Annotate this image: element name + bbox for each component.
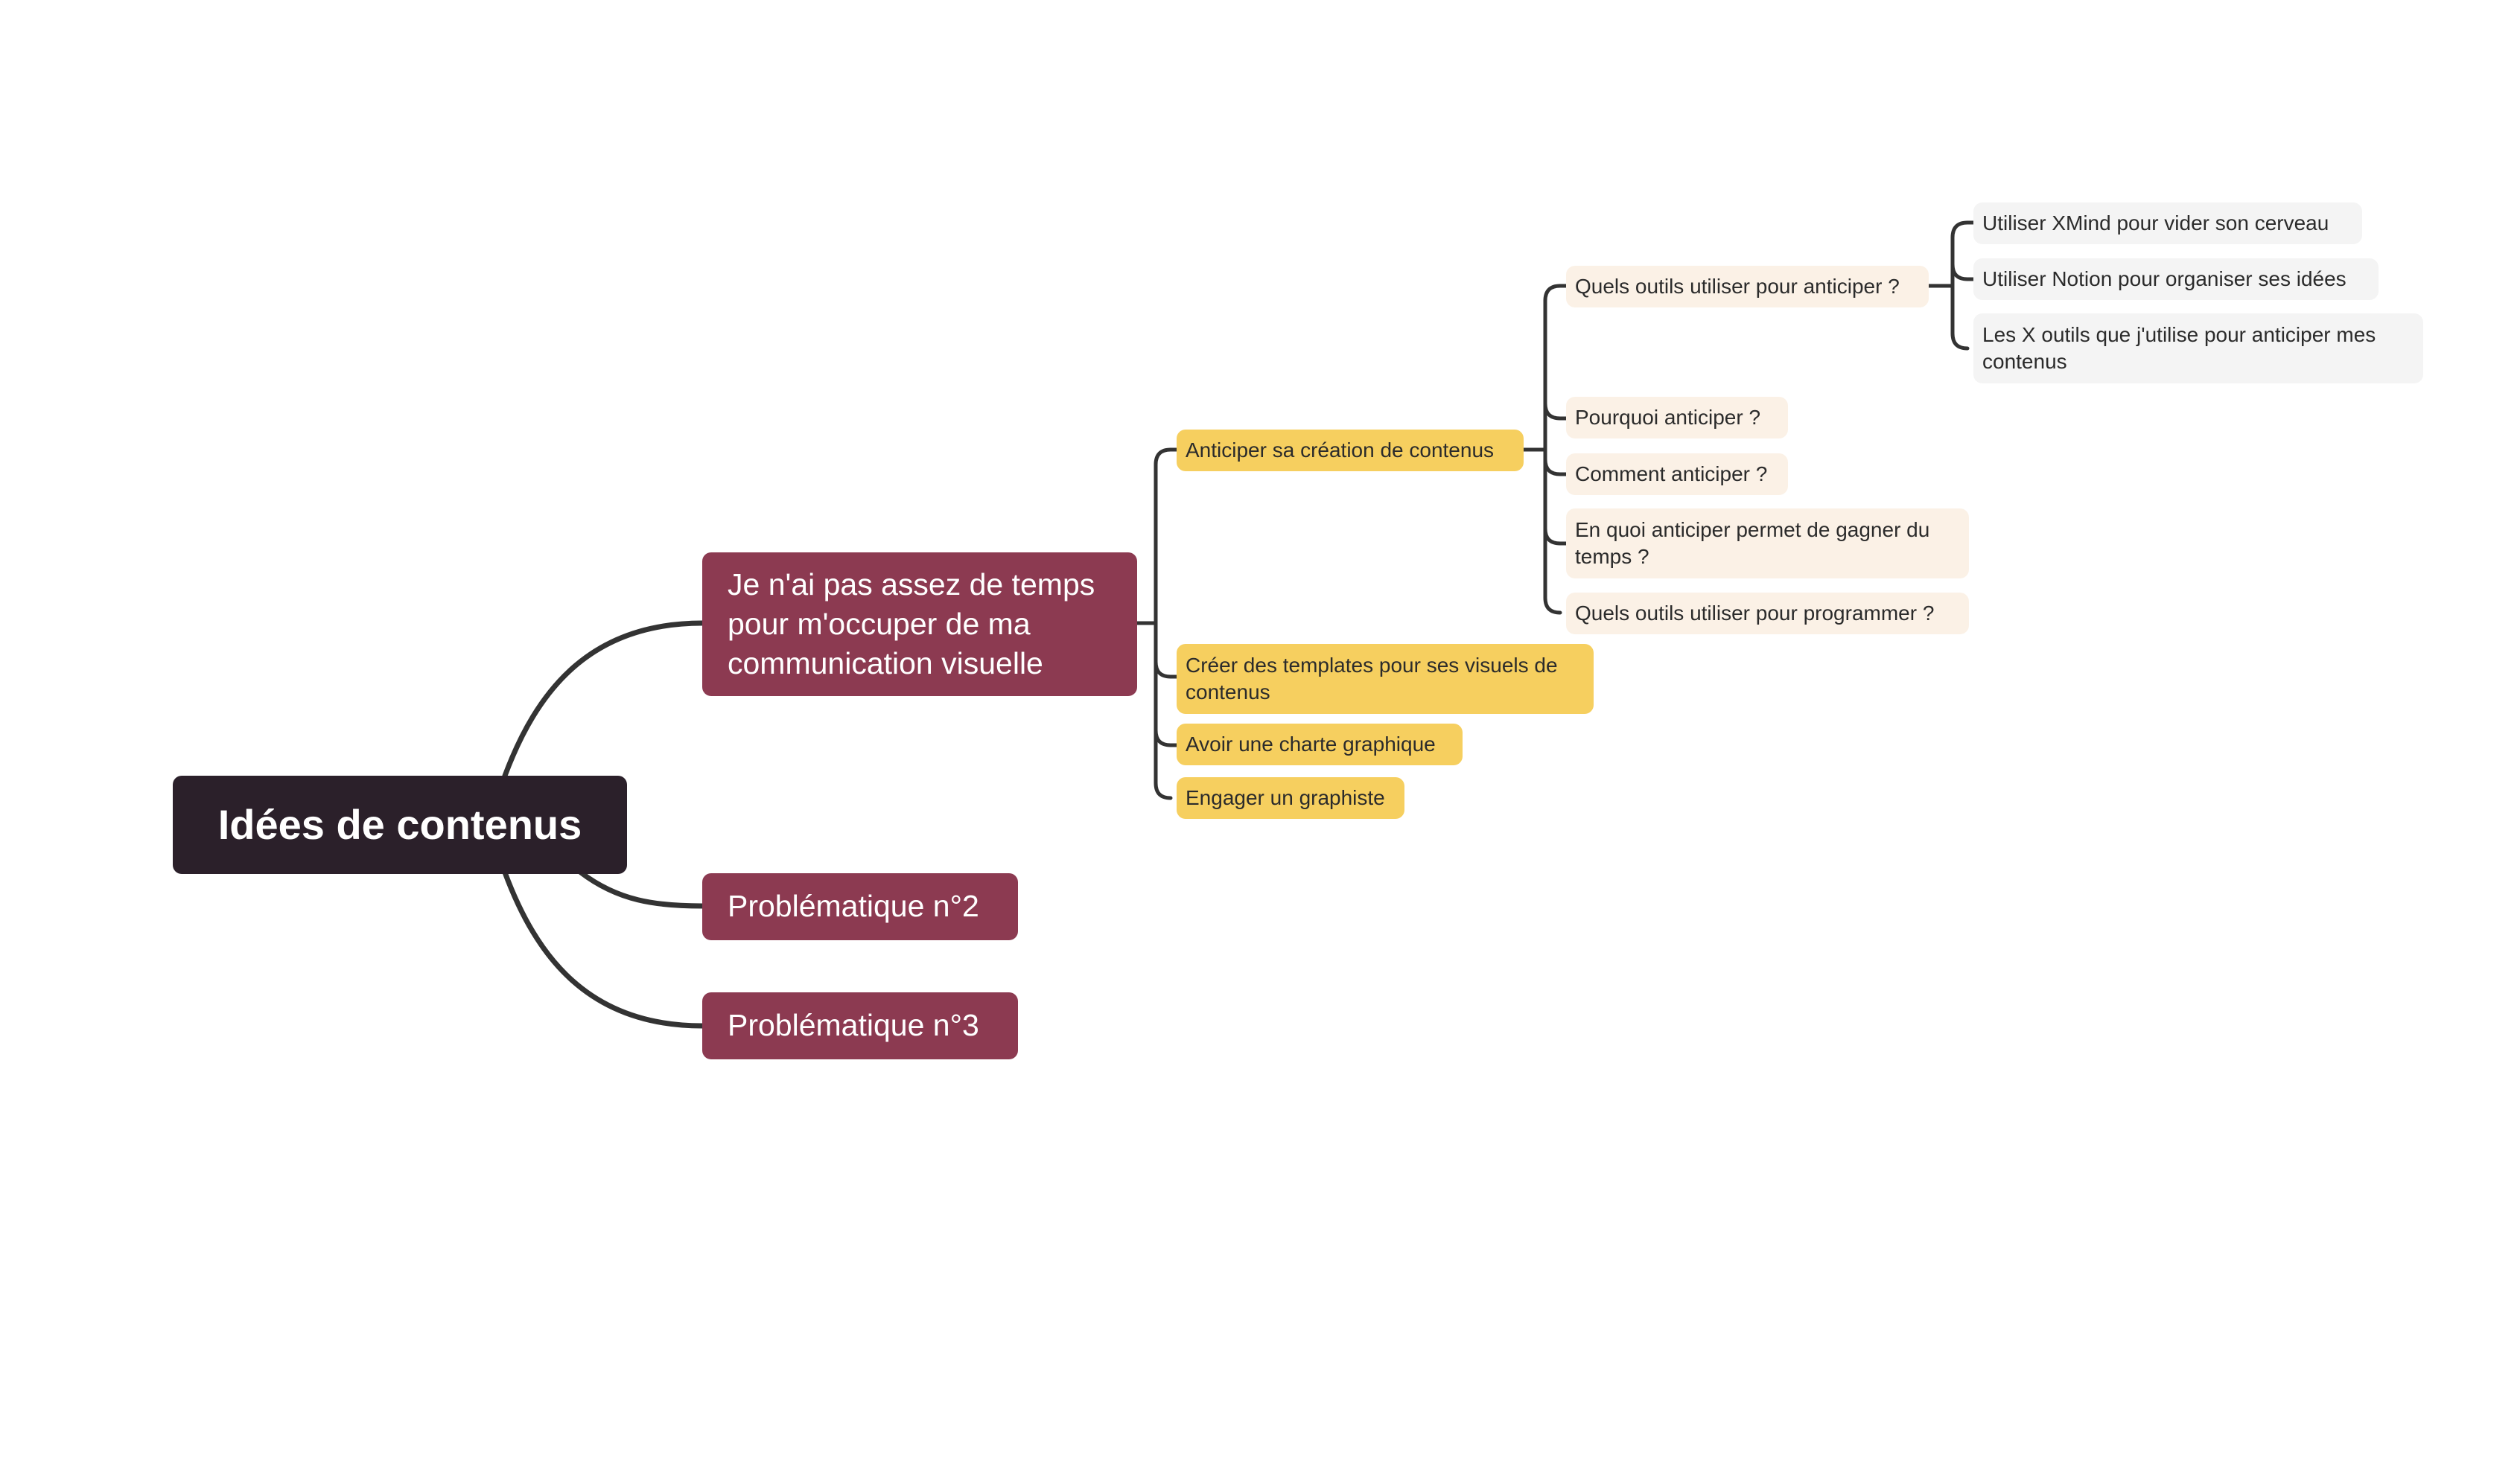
subtopic-node-quels-outils[interactable]: Quels outils utiliser pour anticiper ?	[1566, 266, 1929, 307]
subtopic-node-en-quoi[interactable]: En quoi anticiper permet de gagner du te…	[1566, 508, 1969, 578]
branch-label-problematique-2: Problématique n°2	[728, 889, 979, 924]
subtopic-label-quels-outils: Quels outils utiliser pour anticiper ?	[1575, 274, 1900, 298]
branch-node-temps[interactable]: Je n'ai pas assez de temps pour m'occupe…	[702, 552, 1137, 696]
detail-node-x-outils[interactable]: Les X outils que j'utilise pour anticipe…	[1973, 313, 2423, 383]
subtopic-label-programmer: Quels outils utiliser pour programmer ?	[1575, 601, 1935, 625]
subtopic-label-en-quoi: En quoi anticiper permet de gagner du te…	[1575, 517, 1930, 568]
branch-node-problematique-3[interactable]: Problématique n°3	[702, 992, 1018, 1059]
connector-root-branch3	[502, 870, 705, 1029]
detail-label-notion: Utiliser Notion pour organiser ses idées	[1982, 267, 2346, 290]
branch-label-temps: Je n'ai pas assez de temps pour m'occupe…	[728, 567, 1095, 681]
connector-to-comment	[1543, 457, 1568, 476]
topic-label-charte: Avoir une charte graphique	[1186, 732, 1436, 756]
connector-to-charte	[1154, 728, 1179, 747]
topic-node-templates[interactable]: Créer des templates pour ses visuels de …	[1177, 644, 1594, 714]
connector-to-templates	[1154, 660, 1179, 679]
topic-node-graphiste[interactable]: Engager un graphiste	[1177, 777, 1404, 819]
topic-label-templates: Créer des templates pour ses visuels de …	[1186, 653, 1558, 704]
connector-to-en-quoi	[1543, 526, 1568, 546]
connector-root-branch1	[502, 620, 705, 779]
topic-label-anticiper: Anticiper sa création de contenus	[1186, 438, 1495, 462]
branch-node-problematique-2[interactable]: Problématique n°2	[702, 873, 1018, 940]
connector-to-pourquoi	[1543, 401, 1568, 421]
subtopic-label-pourquoi: Pourquoi anticiper ?	[1575, 405, 1761, 429]
detail-node-notion[interactable]: Utiliser Notion pour organiser ses idées	[1973, 258, 2379, 300]
subtopic-label-comment: Comment anticiper ?	[1575, 462, 1768, 485]
topic-node-charte[interactable]: Avoir une charte graphique	[1177, 724, 1463, 765]
connector-to-notion	[1950, 262, 1976, 281]
root-node[interactable]: Idées de contenus	[173, 776, 627, 874]
connector-branch1-vertical	[1154, 447, 1173, 800]
detail-node-xmind[interactable]: Utiliser XMind pour vider son cerveau	[1973, 202, 2362, 244]
detail-label-xmind: Utiliser XMind pour vider son cerveau	[1982, 211, 2329, 234]
connector-outils-vertical	[1950, 220, 1970, 351]
subtopic-node-pourquoi[interactable]: Pourquoi anticiper ?	[1566, 397, 1788, 438]
subtopic-node-programmer[interactable]: Quels outils utiliser pour programmer ?	[1566, 593, 1969, 634]
subtopic-node-comment[interactable]: Comment anticiper ?	[1566, 453, 1788, 495]
topic-label-graphiste: Engager un graphiste	[1186, 785, 1385, 809]
connector-root-branch2	[578, 870, 705, 909]
connector-anticiper-vertical	[1543, 284, 1562, 615]
root-label: Idées de contenus	[217, 800, 582, 848]
branch-label-problematique-3: Problématique n°3	[728, 1008, 979, 1043]
topic-node-anticiper[interactable]: Anticiper sa création de contenus	[1177, 430, 1524, 471]
detail-label-x-outils: Les X outils que j'utilise pour anticipe…	[1982, 322, 2376, 373]
